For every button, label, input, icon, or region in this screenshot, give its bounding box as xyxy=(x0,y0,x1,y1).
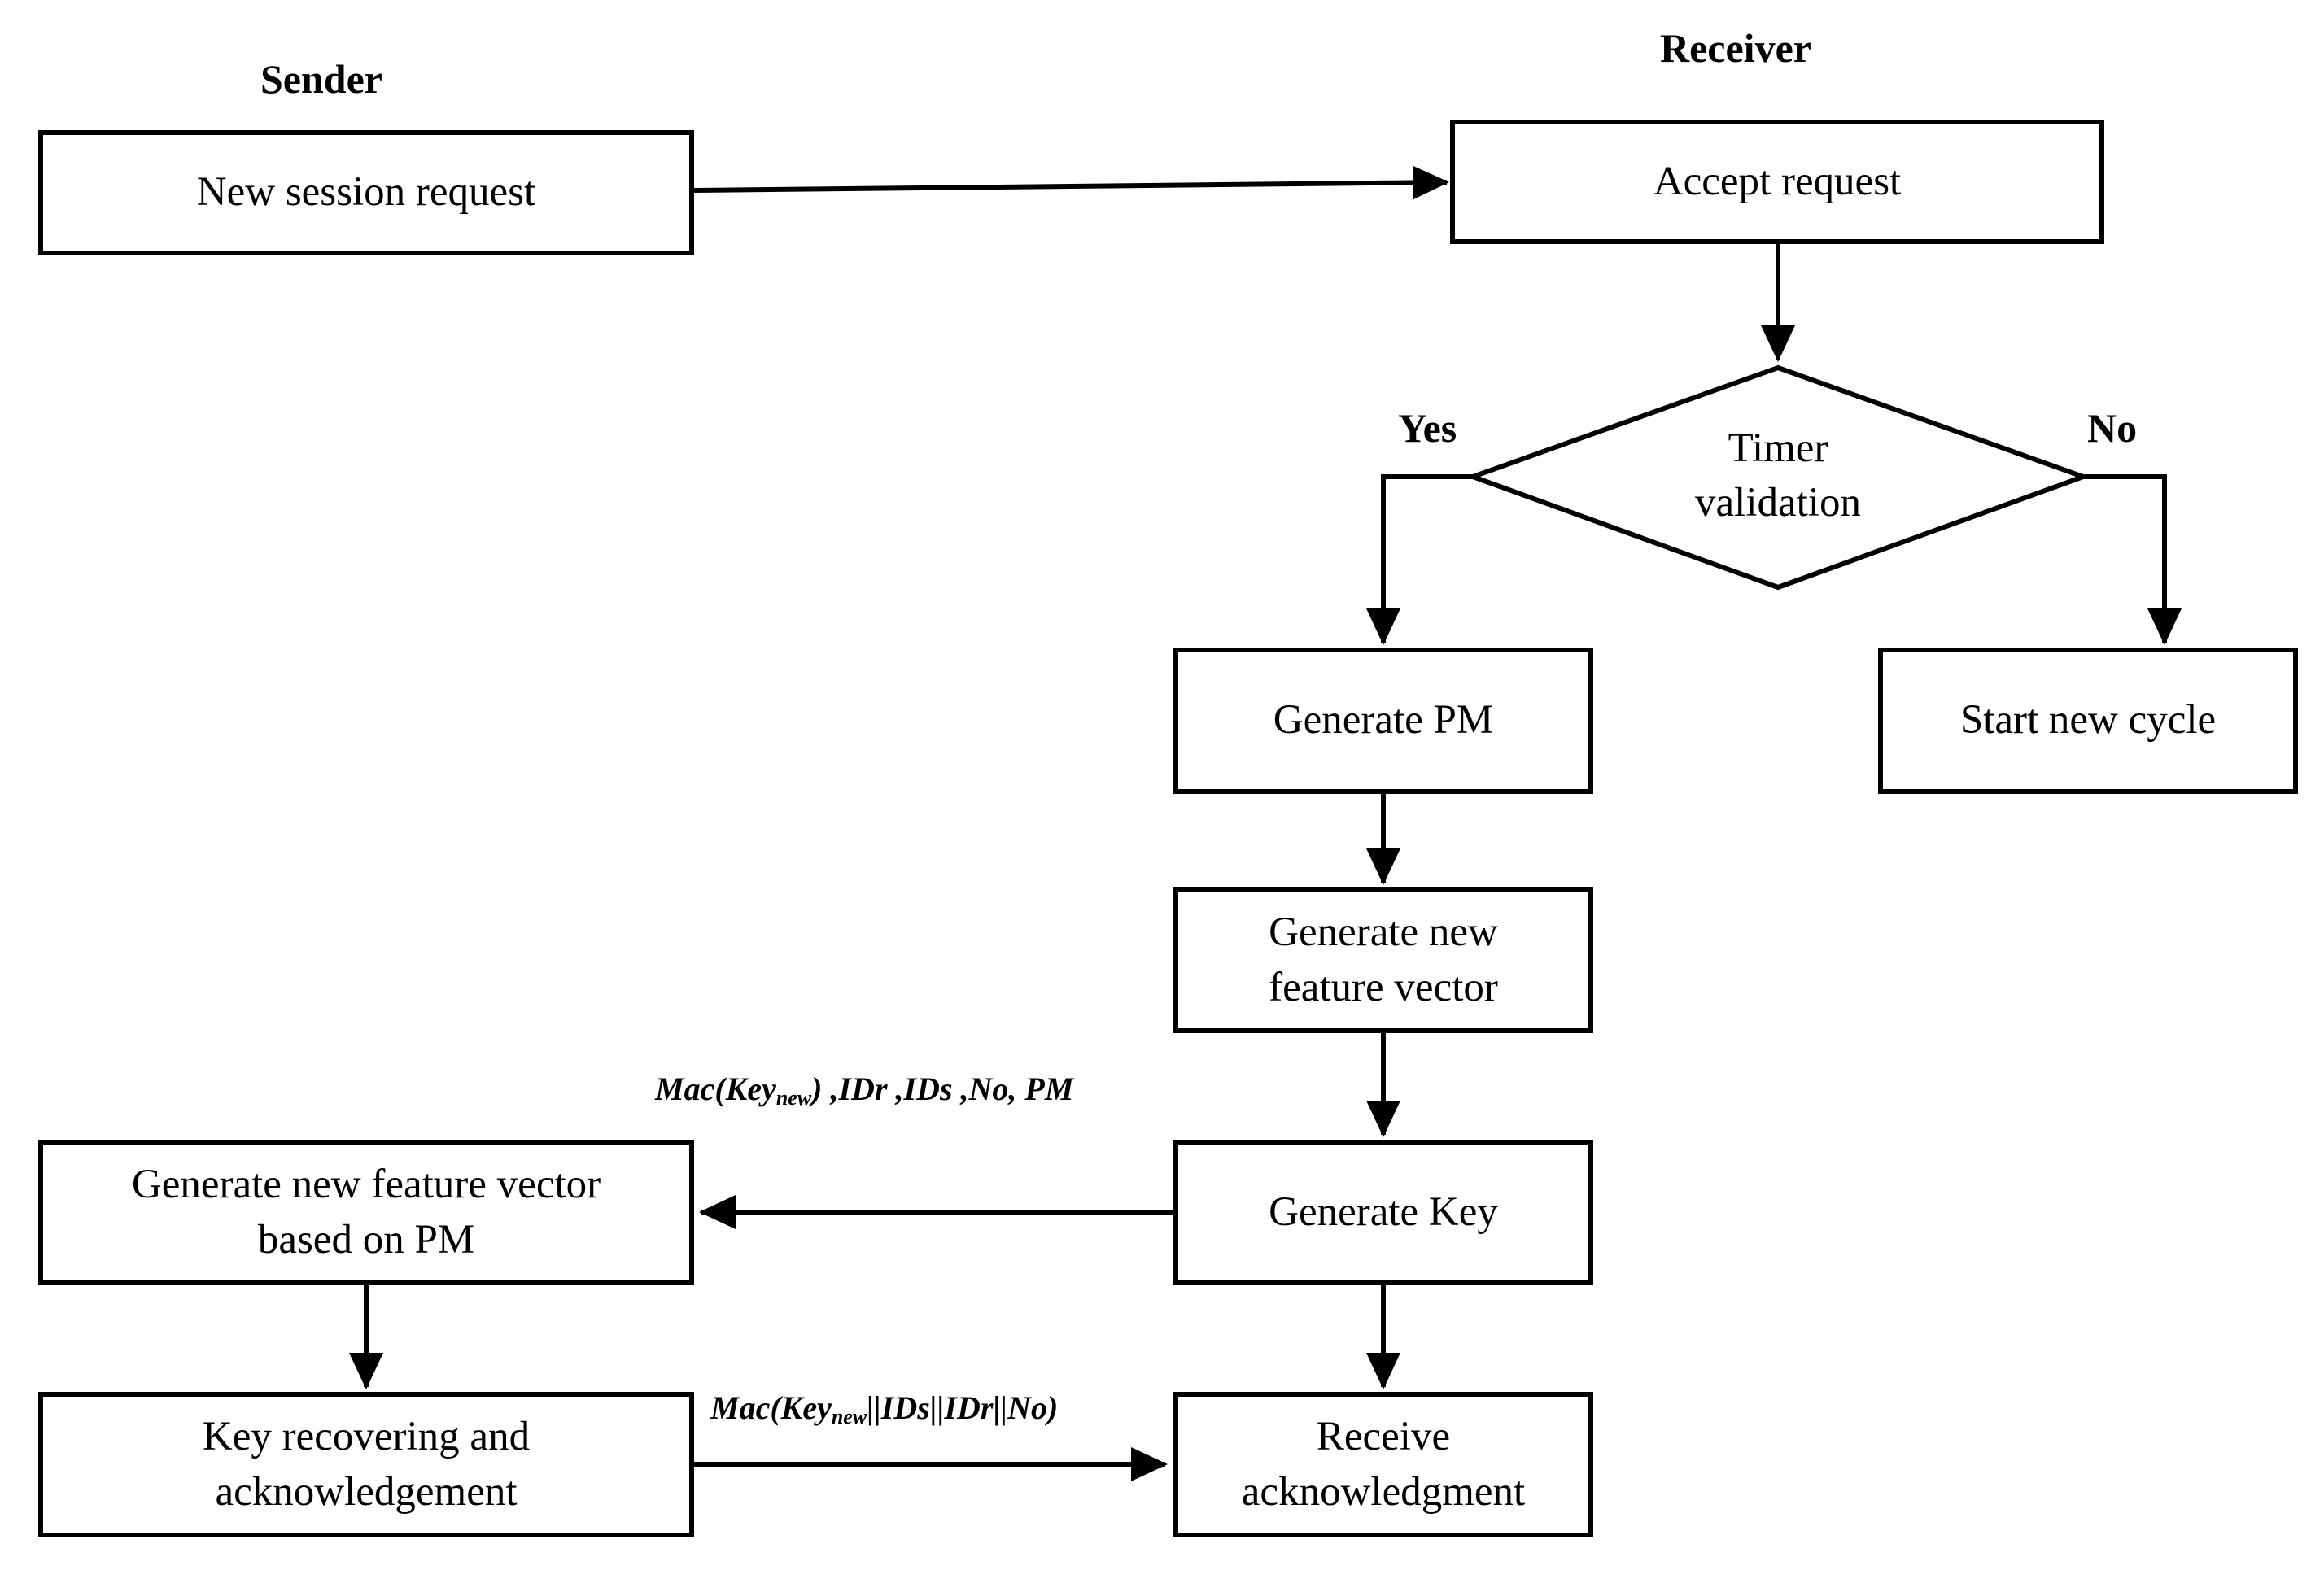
mac-message-1: Mac(Keynew) ,IDr ,IDs ,No, PM xyxy=(655,1071,1074,1110)
generate-key-box: Generate Key xyxy=(1173,1140,1593,1285)
accept-request-label: Accept request xyxy=(1653,158,1902,204)
yes-branch-label: Yes xyxy=(1398,405,1457,451)
generate-key-label: Generate Key xyxy=(1269,1188,1498,1235)
accept-request-box: Accept request xyxy=(1450,120,2104,244)
arrow-session-to-accept xyxy=(693,165,1449,200)
no-branch-label: No xyxy=(2087,405,2138,451)
mac-message-2: Mac(Keynew||IDs||IDr||No) xyxy=(710,1389,1059,1428)
start-new-cycle-box: Start new cycle xyxy=(1878,648,2298,794)
decision-diamond xyxy=(1466,364,2090,591)
receive-acknowledgment-box: Receive acknowledgment xyxy=(1173,1392,1593,1537)
generate-pm-label: Generate PM xyxy=(1273,697,1494,744)
receiver-header: Receiver xyxy=(1660,25,1811,71)
new-session-request-box: New session request xyxy=(38,130,694,255)
sender-feature-vector-label: Generate new feature vector based on PM xyxy=(131,1162,601,1263)
key-recovering-label: Key recovering and acknowledgement xyxy=(202,1414,531,1515)
receive-acknowledgment-label: Receive acknowledgment xyxy=(1241,1414,1526,1515)
timer-validation-label: Timer validation xyxy=(1695,425,1861,526)
new-session-request-label: New session request xyxy=(196,169,536,216)
key-recovering-box: Key recovering and acknowledgement xyxy=(38,1392,694,1537)
arrow-yes-to-generate-pm xyxy=(1366,474,1473,645)
sender-header: Sender xyxy=(260,56,382,102)
arrow-no-to-start-cycle xyxy=(2083,474,2182,645)
sender-feature-vector-box: Generate new feature vector based on PM xyxy=(38,1140,694,1285)
generate-new-feature-vector-box: Generate new feature vector xyxy=(1173,887,1593,1033)
start-new-cycle-label: Start new cycle xyxy=(1959,697,2217,744)
generate-new-feature-vector-label: Generate new feature vector xyxy=(1269,909,1498,1010)
generate-pm-box: Generate PM xyxy=(1173,648,1593,794)
